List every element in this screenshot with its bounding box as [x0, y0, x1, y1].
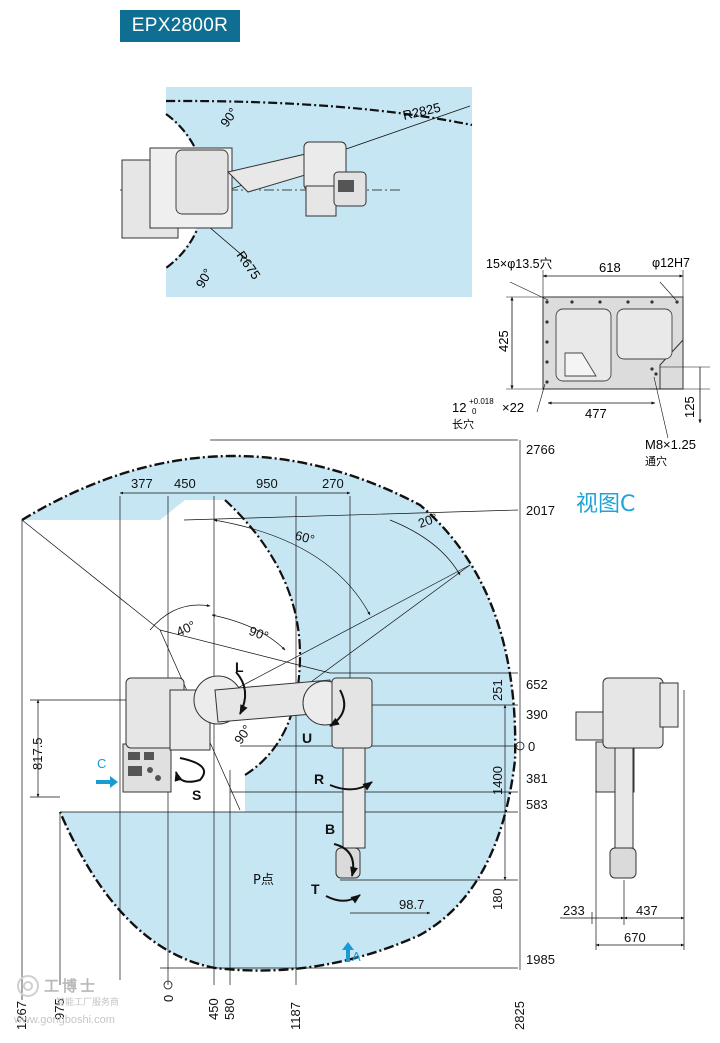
- slot-count: ×22: [502, 400, 524, 415]
- axis-b: B: [325, 821, 336, 837]
- wrist-offset: 98.7: [399, 897, 425, 912]
- plate-height: 425: [496, 330, 511, 352]
- dim-1400: 1400: [490, 766, 505, 795]
- plate-bottom-width: 477: [585, 406, 607, 421]
- p-point: P点: [253, 873, 274, 888]
- height-2766: 2766: [526, 442, 555, 457]
- height-2017: 2017: [526, 503, 555, 518]
- height-583: 583: [526, 797, 548, 812]
- watermark-name: 工博士: [44, 978, 99, 995]
- bottom-2825: 2825: [512, 1001, 527, 1030]
- side-wrist: [342, 747, 366, 849]
- axis-s: S: [192, 787, 202, 803]
- side-envelope: [22, 456, 516, 971]
- top-view-outer-arc: [165, 99, 473, 127]
- side-view: [21, 439, 525, 1000]
- dim-top-270: 270: [322, 476, 344, 491]
- dim-180: 180: [490, 888, 505, 910]
- plate-holes: 15×φ13.5穴: [486, 256, 553, 271]
- plate-offset: 125: [682, 396, 697, 418]
- dim-251: 251: [490, 679, 505, 701]
- front-wrist: [614, 747, 634, 849]
- watermark: 工博士 智能工厂服务商 www.gongboshi.com: [14, 975, 119, 1026]
- top-view: 90° 90° R2825 R675: [120, 87, 473, 297]
- view-c: 618 15×φ13.5穴 φ12H7 425 477 125 12 +0.01…: [452, 256, 710, 468]
- bottom-0: 0: [161, 994, 176, 1002]
- watermark-logo: [17, 975, 39, 997]
- dim-top-377: 377: [131, 476, 153, 491]
- bottom-580: 580: [222, 998, 237, 1020]
- plate-pin: φ12H7: [652, 256, 690, 270]
- plate-width: 618: [599, 260, 621, 275]
- height-381: 381: [526, 771, 548, 786]
- bottom-450: 450: [206, 998, 221, 1020]
- dim-top-450: 450: [174, 476, 196, 491]
- tap-note: 通穴: [645, 454, 667, 468]
- view-c-title: 视图C: [576, 492, 636, 517]
- model-badge: EPX2800R: [120, 10, 240, 42]
- dim-817-5: 817.5: [30, 737, 45, 770]
- tap-label: M8×1.25: [645, 437, 696, 452]
- height-0: 0: [528, 739, 536, 754]
- slot-note: 长穴: [452, 417, 474, 431]
- height-390: 390: [526, 707, 548, 722]
- watermark-tagline: 智能工厂服务商: [56, 997, 120, 1007]
- slot-size: 12: [452, 400, 466, 415]
- axis-l: L: [235, 659, 244, 675]
- arrow-c-label: C: [97, 756, 107, 771]
- height-652: 652: [526, 677, 548, 692]
- front-233: 233: [563, 903, 585, 918]
- dim-top-950: 950: [256, 476, 278, 491]
- watermark-url: www.gongboshi.com: [14, 1014, 115, 1026]
- axis-r: R: [314, 771, 325, 787]
- front-437: 437: [636, 903, 658, 918]
- arrow-a-label: A: [352, 949, 361, 964]
- front-view: [560, 677, 685, 950]
- slot-tol-upper: +0.018: [469, 397, 494, 406]
- axis-u: U: [302, 730, 313, 746]
- front-670: 670: [624, 930, 646, 945]
- axis-t: T: [311, 881, 320, 897]
- bottom-1187: 1187: [288, 1002, 303, 1030]
- height-1985: 1985: [526, 952, 555, 967]
- slot-tol-lower: 0: [472, 407, 477, 416]
